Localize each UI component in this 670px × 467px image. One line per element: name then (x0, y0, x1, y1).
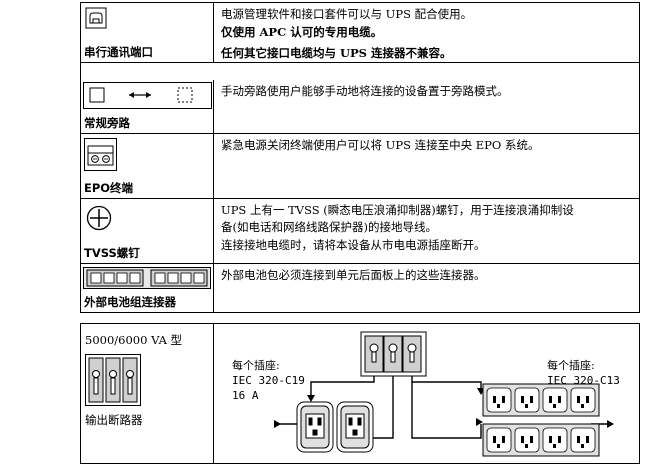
row-label: 常规旁路 (84, 116, 130, 130)
row-text: 外部电池包必须连接到单元后面板上的这些连接器。 (221, 268, 486, 282)
output-panel-table: 5000/6000 VA 型 输出断路器 每个插座: IEC 320-C19 1… (80, 323, 640, 464)
table-row-serial-port: 串行通讯端口 电源管理软件和接口套件可以与 UPS 配合使用。 仅使用 APC … (81, 3, 639, 63)
row-text: 连接接地电缆时，请将本设备从市电电源插座断开。 (221, 238, 486, 252)
output-breaker-icon (85, 354, 141, 406)
battery-connector-icon (83, 267, 211, 289)
c19-socket-spec: 每个插座: IEC 320-C19 16 A (232, 359, 305, 402)
bypass-switch-icon (83, 82, 212, 109)
row-text: 手动旁路使用户能够手动地将连接的设备置于旁路模式。 (221, 84, 509, 98)
row-text: UPS 上有一 TVSS (瞬态电压浪涌抑制器)螺钉，用于连接浪涌抑制设 (221, 203, 574, 217)
c19-outlets (296, 401, 374, 453)
row-text: 备(如电话和网络线路保护器)的接地导线。 (221, 220, 437, 234)
table-row-tvss: TVSS螺钉 UPS 上有一 TVSS (瞬态电压浪涌抑制器)螺钉，用于连接浪涌… (81, 199, 639, 264)
row-text-bold: 仅使用 APC 认可的专用电缆。 (221, 25, 383, 39)
breaker-block (360, 331, 427, 377)
outlet-diagram (274, 331, 614, 457)
serial-port-icon (85, 7, 107, 29)
row-text: 紧急电源关闭终端使用户可以将 UPS 连接至中央 EPO 系统。 (221, 138, 540, 152)
row-text-bold: 任何其它接口电缆均与 UPS 连接器不兼容。 (221, 46, 452, 60)
model-label: 5000/6000 VA 型 (85, 333, 183, 347)
row-label: EPO终端 (84, 181, 134, 195)
tvss-screw-icon (86, 205, 112, 231)
table-row-epo: EPO终端 紧急电源关闭终端使用户可以将 UPS 连接至中央 EPO 系统。 (81, 134, 639, 199)
table-row-bypass: 常规旁路 手动旁路使用户能够手动地将连接的设备置于旁路模式。 (81, 80, 639, 134)
row-label: 外部电池组连接器 (84, 295, 176, 309)
breaker-label: 输出断路器 (85, 413, 143, 427)
row-text: 电源管理软件和接口套件可以与 UPS 配合使用。 (221, 7, 473, 21)
epo-terminal-icon (84, 138, 117, 171)
row-label: TVSS螺钉 (84, 246, 140, 260)
rear-panel-feature-table: 串行通讯端口 电源管理软件和接口套件可以与 UPS 配合使用。 仅使用 APC … (80, 2, 640, 313)
table-row-battery-connector: 外部电池组连接器 外部电池包必须连接到单元后面板上的这些连接器。 (81, 264, 639, 312)
row-label: 串行通讯端口 (84, 45, 153, 59)
